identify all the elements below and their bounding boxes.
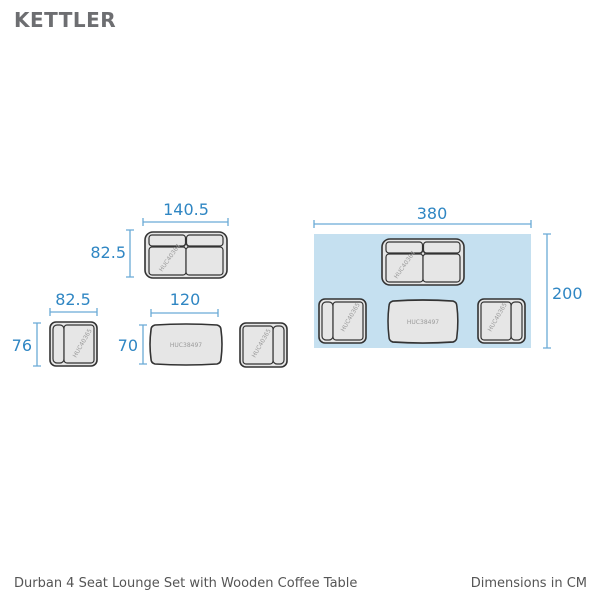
table-width-line	[150, 309, 219, 317]
sofa-width-line	[142, 218, 229, 226]
sofa-width-label: 140.5	[163, 200, 209, 219]
table-depth-line	[139, 324, 147, 365]
chair-depth-label: 76	[12, 336, 32, 355]
layout-diagram: 380 200 HUC40364 HUC40365 HUC38497 HUC40…	[313, 204, 583, 349]
chair-depth-line	[33, 322, 41, 367]
chair-right-diagram: HUC40365	[239, 322, 288, 368]
layout-depth-label: 200	[552, 284, 583, 303]
sofa-depth-label: 82.5	[90, 243, 126, 262]
layout-table-code: HUC38497	[407, 319, 439, 326]
chair-width-label: 82.5	[55, 290, 91, 309]
kettler-logo: KETTLER	[14, 8, 116, 32]
table-depth-label: 70	[118, 336, 138, 355]
table-width-label: 120	[170, 290, 201, 309]
layout-depth-line	[543, 233, 551, 349]
units-caption: Dimensions in CM	[470, 576, 587, 591]
table-code: HUC38497	[170, 342, 202, 349]
layout-width-line	[313, 220, 532, 228]
layout-width-label: 380	[417, 204, 448, 223]
product-caption: Durban 4 Seat Lounge Set with Wooden Cof…	[14, 576, 358, 591]
chair-diagram: 82.5 76 HUC40365	[12, 290, 98, 367]
sofa-diagram: 140.5 82.5 HUC40364	[90, 200, 229, 279]
chair-width-line	[49, 308, 98, 316]
table-diagram: 120 70 HUC38497	[118, 290, 223, 366]
sofa-depth-line	[126, 229, 134, 278]
